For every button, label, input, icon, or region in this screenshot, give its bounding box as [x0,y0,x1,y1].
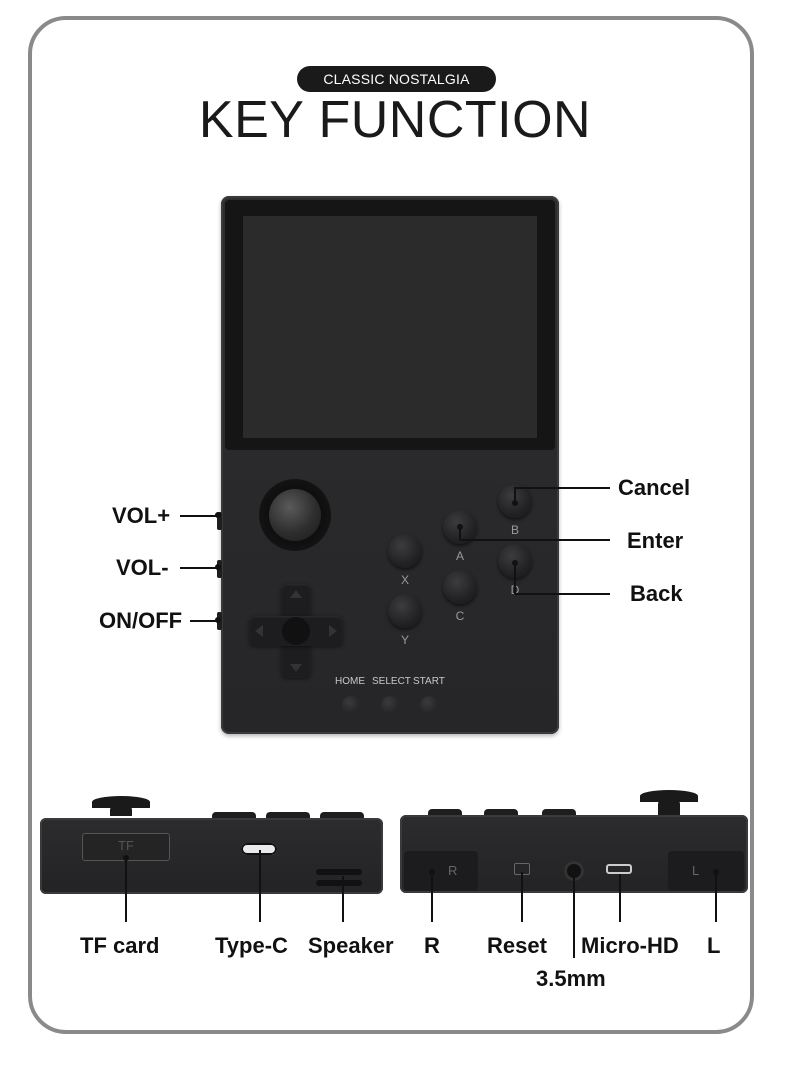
dpad-up-icon [290,590,302,598]
callout-line-r [431,872,433,922]
page-title: KEY FUNCTION [198,91,592,149]
callout-line-l [715,872,717,922]
device-bottom-view-left: TF [40,818,383,894]
bump-3 [320,812,364,820]
screen-bezel [225,200,555,450]
vol-up-button [217,512,222,530]
callout-vol-down: VOL- [116,555,169,580]
home-label: HOME [335,676,365,687]
callout-enter: Enter [627,528,684,553]
start-label: START [413,676,445,687]
speaker-grille-2 [316,880,362,886]
handheld-device-front: B A D X C Y HOME SELECT START [217,196,559,734]
shoulder-l: L [668,851,744,891]
stick-stem-view [110,806,132,816]
button-c [443,570,477,604]
callout-line-audio [573,872,575,958]
bump-1 [212,812,256,820]
label-type-c: Type-C [215,933,288,958]
callout-line-reset [521,872,523,922]
callout-dot-vol-up [215,512,221,518]
speaker-grille-1 [316,869,362,875]
button-c-label: C [455,609,465,623]
label-tf-card: TF card [80,933,160,958]
callout-line-power [190,620,220,622]
callout-line-back [515,593,610,595]
stick-top-view-2 [640,790,698,802]
callout-dot-enter [457,524,463,530]
callout-line-typec [259,850,261,922]
button-a-label: A [455,549,464,563]
callout-line-vol-up [180,515,220,517]
header-badge: CLASSIC NOSTALGIA [297,66,496,92]
stick-top-view [92,796,150,808]
callout-line-cancel-v [514,487,516,503]
callout-dot-power [215,617,221,623]
label-speaker: Speaker [308,933,394,958]
stick-stem-view-2 [658,800,680,816]
bump-4 [428,809,462,817]
callout-line-enter [460,539,610,541]
device-screen [243,216,537,438]
label-r: R [424,933,440,958]
type-c-port [241,843,277,855]
label-l: L [707,933,721,958]
select-button [381,696,399,714]
select-label: SELECT [372,676,411,687]
label-reset: Reset [487,933,547,958]
home-button [342,696,360,714]
button-x-label: X [400,573,409,587]
micro-hd-port [606,864,632,874]
callout-dot-cancel [512,500,518,506]
label-micro-hd: Micro-HD [581,933,679,958]
analog-stick [259,479,331,551]
dpad-down-icon [290,664,302,672]
callout-line-back-v [514,563,516,594]
callout-line-cancel [515,487,610,489]
callout-dot-vol-down [215,564,221,570]
analog-stick-cap [269,489,321,541]
callout-line-microhd [619,874,621,922]
button-x [388,534,422,568]
bump-2 [266,812,310,820]
callout-line-speaker [342,876,344,922]
start-button [420,696,438,714]
button-y-label: Y [400,633,409,647]
bump-5 [484,809,518,817]
callout-line-enter-v [459,527,461,540]
dpad [249,584,343,678]
button-b-label: B [510,523,519,537]
dpad-center [282,617,310,645]
dpad-left-icon [255,625,263,637]
callout-back: Back [630,581,683,606]
callout-power: ON/OFF [99,608,183,633]
callout-vol-up: VOL+ [112,503,171,528]
label-audio: 3.5mm [536,966,606,991]
bump-6 [542,809,576,817]
callout-line-vol-down [180,567,220,569]
callout-dot-back [512,560,518,566]
callout-cancel: Cancel [618,475,691,500]
audio-jack [564,861,584,881]
button-y [388,594,422,628]
callout-line-tf [125,858,127,922]
dpad-right-icon [329,625,337,637]
shoulder-r: R [404,851,478,891]
